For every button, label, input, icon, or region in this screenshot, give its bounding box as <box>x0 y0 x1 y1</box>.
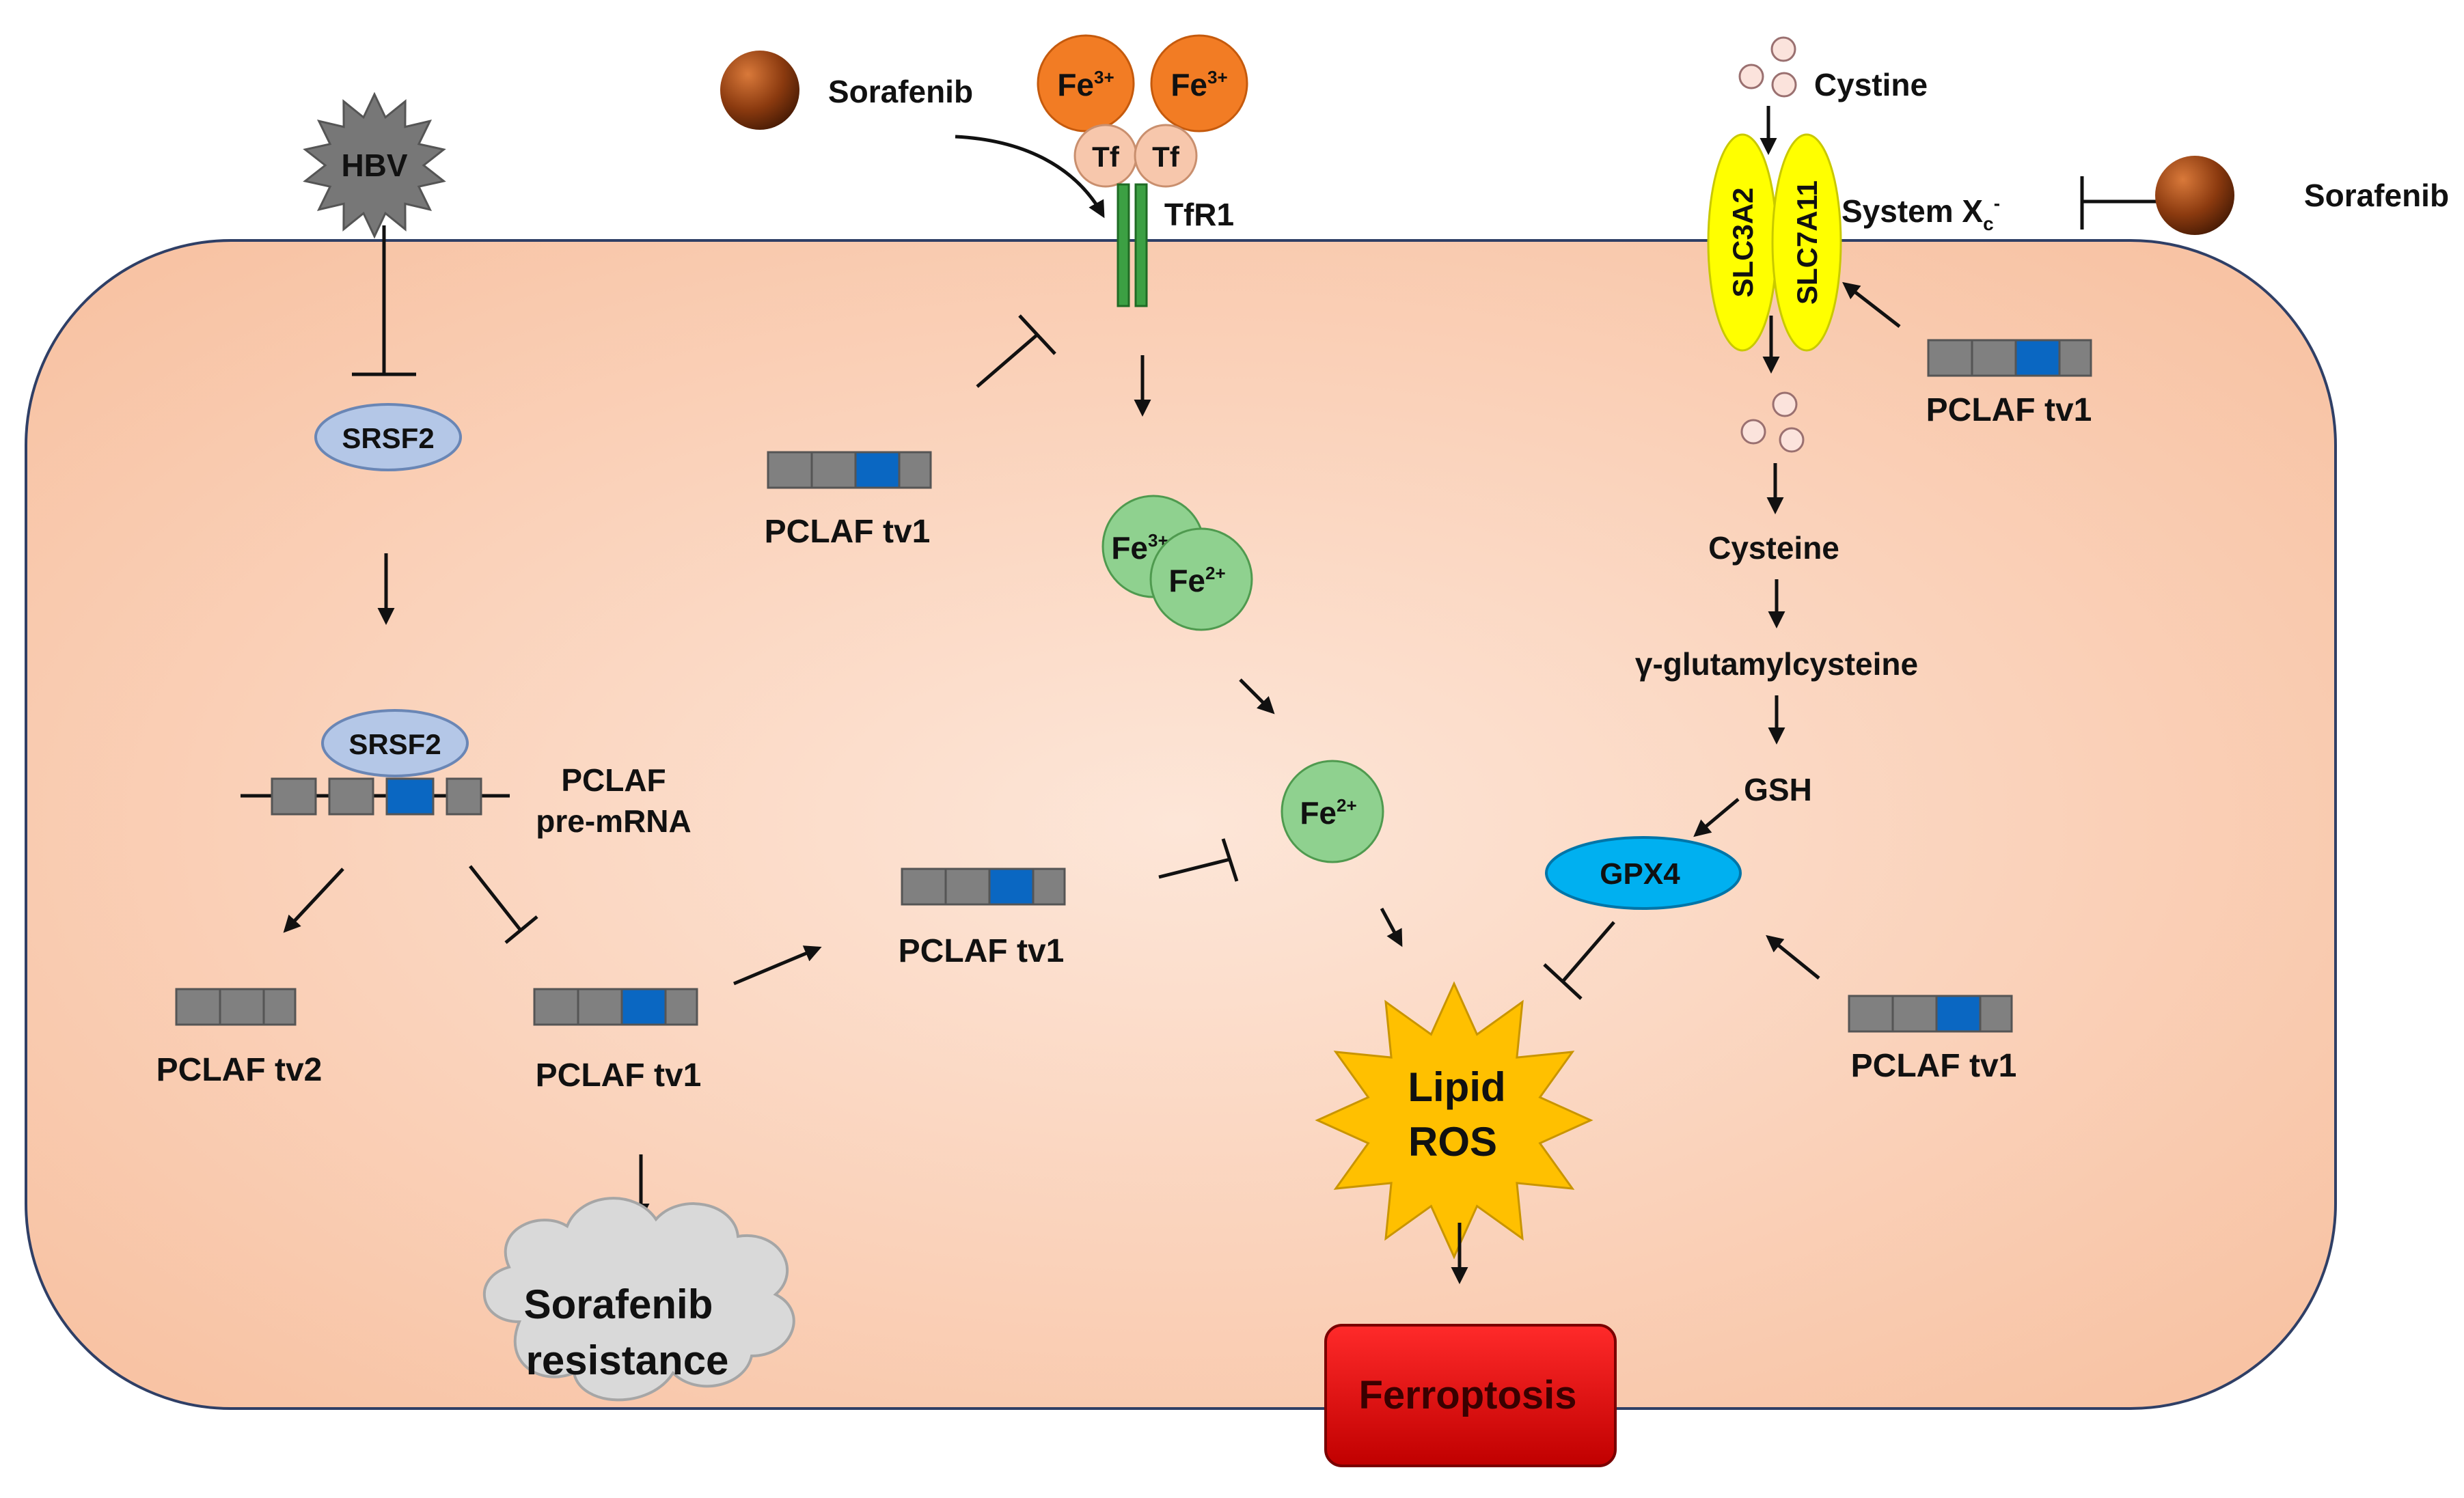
fe2-mid-label: Fe2+ <box>1300 795 1356 831</box>
lipid-ros-label-1: Lipid <box>1408 1064 1505 1110</box>
sorafenib-right-label: Sorafenib <box>2304 178 2449 213</box>
arrow-tv1-to-gpx4 <box>1766 934 1820 980</box>
pclaf-tv1-right-bottom-transcript <box>1848 995 2013 1033</box>
ferroptosis-box: Ferroptosis <box>1324 1324 1617 1467</box>
pclaf-pre-mrna <box>241 777 510 816</box>
gpx4-label: GPX4 <box>1600 857 1680 891</box>
system-xc-transporter: SLC3A2 SLC7A11 <box>1707 133 1842 352</box>
srsf2-top: SRSF2 <box>314 403 462 471</box>
fe2-mid-shape <box>1281 760 1384 863</box>
pclaf-tv1-bottom-transcript <box>533 988 698 1026</box>
sorafenib-top-icon <box>720 51 799 130</box>
arrow-tv1-to-center <box>733 945 822 986</box>
cystine-dots-inside <box>1740 391 1805 453</box>
slc3a2-label: SLC3A2 <box>1727 187 1759 297</box>
inhibit-to-tv1 <box>469 865 538 944</box>
transferrin-left: Tf <box>1073 124 1138 188</box>
tf-left-label: Tf <box>1092 141 1120 173</box>
tf-right-label: Tf <box>1152 141 1180 173</box>
fe2-front-shape <box>1149 527 1253 631</box>
glutamylcysteine-label: γ-glutamylcysteine <box>1635 646 1918 682</box>
arrow-fe-to-fe2 <box>1239 678 1275 715</box>
lipid-ros-label-2: ROS <box>1408 1119 1497 1165</box>
fe3-left-label: Fe3+ <box>1057 67 1114 102</box>
gpx4-shape <box>1545 836 1742 910</box>
gsh-label: GSH <box>1744 772 1812 807</box>
pclaf-tv2-transcript <box>175 988 297 1026</box>
pclaf-tv1-right-bottom-label: PCLAF tv1 <box>1851 1048 2017 1084</box>
inhibit-tv1-tfr1 <box>976 314 1056 388</box>
hbv-virus: HBV <box>303 92 446 239</box>
pclaf-tv1-top-transcript <box>767 451 932 489</box>
fe2-front-label: Fe2+ <box>1168 563 1225 598</box>
inhibit-hbv-srsf2 <box>352 225 416 376</box>
pclaf-tv1-center-label: PCLAF tv1 <box>899 933 1065 969</box>
pclaf-tv1-center-transcript <box>901 868 1066 906</box>
srsf2-top-label: SRSF2 <box>342 422 434 454</box>
sorafenib-right: Sorafenib <box>2155 156 2449 235</box>
sorafenib-top: Sorafenib <box>720 51 973 130</box>
fe3-right-label: Fe3+ <box>1171 67 1227 102</box>
sorafenib-top-label: Sorafenib <box>828 74 973 109</box>
lipid-ros: Lipid ROS <box>1315 981 1593 1260</box>
pclaf-tv1-top-label: PCLAF tv1 <box>765 514 931 550</box>
pclaf-pre-label-1: PCLAF <box>561 762 666 798</box>
srsf2-bound: SRSF2 <box>321 709 469 777</box>
arrow-to-tv2 <box>283 868 344 933</box>
srsf2-top-shape <box>314 403 462 471</box>
inhibit-gpx4-ros <box>1543 921 1615 1000</box>
system-xc-label: System Xc- <box>1842 193 2000 234</box>
slc7a11-label: SLC7A11 <box>1791 180 1823 305</box>
hbv-icon <box>303 92 446 239</box>
pclaf-pre-label-2: pre-mRNA <box>536 803 691 839</box>
inhibit-sorafenib-xc <box>2080 176 2161 230</box>
pclaf-tv1-bottom-label: PCLAF tv1 <box>536 1057 702 1094</box>
hbv-label: HBV <box>341 148 407 183</box>
ferroptosis-label: Ferroptosis <box>1358 1373 1576 1417</box>
resistance-label-1: Sorafenib <box>524 1281 713 1327</box>
pclaf-tv1-right-top-label: PCLAF tv1 <box>1926 392 2092 428</box>
srsf2-mid-label: SRSF2 <box>348 728 441 760</box>
fe3-left: Fe3+ <box>1037 34 1135 133</box>
resistance-label-2: resistance <box>526 1337 729 1383</box>
tfr1-label: TfR1 <box>1164 197 1234 232</box>
slc7a11-shape <box>1771 133 1842 352</box>
cysteine-label: Cysteine <box>1708 530 1839 566</box>
pclaf-tv1-right-top-transcript <box>1927 339 2092 377</box>
inhibit-tv1-fe2 <box>1158 838 1239 882</box>
cystine-dots-outside <box>1738 36 1797 98</box>
sorafenib-resistance-cloud: Sorafenib resistance <box>482 1197 795 1402</box>
pclaf-tv2-label: PCLAF tv2 <box>156 1052 323 1088</box>
fe-back-label: Fe3+ <box>1111 530 1168 566</box>
arrow-sorafenib-to-tfr1 <box>955 135 1105 219</box>
fe2-free: Fe2+ <box>1281 760 1384 863</box>
sorafenib-right-icon <box>2155 156 2234 235</box>
fe-cluster-endosome: Fe3+ Fe2+ <box>1101 495 1253 631</box>
arrow-gsh-to-gpx4 <box>1693 798 1740 837</box>
tf-right-shape <box>1134 124 1198 188</box>
gpx4-enzyme: GPX4 <box>1545 836 1742 910</box>
lipid-ros-icon <box>1315 981 1593 1260</box>
arrow-tv1-to-xc <box>1842 281 1901 328</box>
srsf2-mid-shape <box>321 709 469 777</box>
fe3-right-shape <box>1150 34 1248 133</box>
fe3-right: Fe3+ <box>1150 34 1248 133</box>
cystine-label: Cystine <box>1814 67 1928 102</box>
tfr1-receptor: TfR1 <box>1117 183 1234 307</box>
arrow-fe2-to-ros <box>1380 907 1403 947</box>
transferrin-right: Tf <box>1134 124 1198 188</box>
cell-body <box>25 239 2337 1410</box>
